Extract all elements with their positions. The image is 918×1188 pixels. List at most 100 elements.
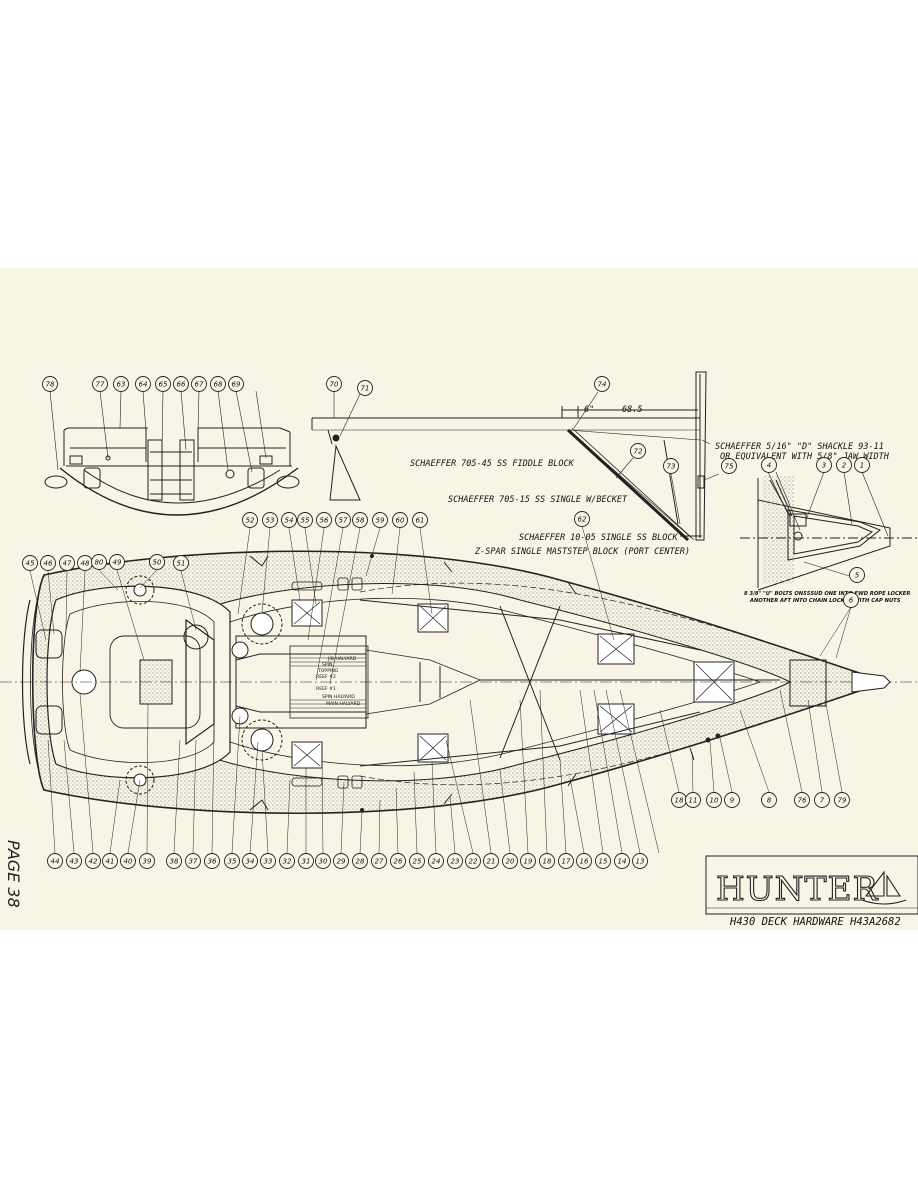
callout-23-label: 23: [451, 858, 460, 866]
callout-44: 44: [47, 853, 63, 869]
dim-6: 6": [584, 405, 594, 415]
callout-58-label: 58: [356, 517, 365, 525]
callout-13-label: 13: [636, 858, 645, 866]
callout-74: 74: [594, 376, 610, 392]
callout-61-label: 61: [416, 517, 425, 525]
callout-2: 2: [836, 457, 852, 473]
note-single-ss: SCHAEFFER 10-05 SINGLE SS BLOCK: [519, 533, 679, 543]
callout-68-label: 68: [214, 381, 223, 389]
callout-58: 58: [352, 512, 368, 528]
callout-49-label: 49: [113, 559, 122, 567]
callout-6: 6: [843, 592, 859, 608]
halyard-label-jib: JIB HALYARD: [327, 656, 357, 662]
callout-19: 19: [520, 853, 536, 869]
callout-33-label: 33: [264, 858, 273, 866]
callout-25: 25: [409, 853, 425, 869]
callout-70-label: 70: [330, 381, 339, 389]
callout-25-label: 25: [413, 858, 422, 866]
callout-48-label: 48: [81, 560, 90, 568]
callout-32: 32: [279, 853, 295, 869]
callout-14: 14: [614, 853, 630, 869]
callout-77: 77: [92, 376, 108, 392]
callout-57: 57: [335, 512, 351, 528]
drawing-title: H430 DECK HARDWARE H43A2682: [729, 916, 901, 928]
deck-plan: [0, 550, 918, 815]
callout-15-label: 15: [599, 858, 608, 866]
callout-44-label: 44: [51, 858, 60, 866]
callout-33: 33: [260, 853, 276, 869]
callout-4: 4: [761, 457, 777, 473]
callout-79: 79: [834, 792, 850, 808]
callout-38-label: 38: [170, 858, 179, 866]
callout-49: 49: [109, 554, 125, 570]
callout-30: 30: [315, 853, 331, 869]
callout-47: 47: [59, 555, 75, 571]
callout-37: 37: [185, 853, 201, 869]
callout-73-label: 73: [667, 463, 676, 471]
note-shackle-2: OR EQUIVALENT WITH 5/8" JAW WIDTH: [720, 452, 890, 462]
callout-42: 42: [85, 853, 101, 869]
callout-52: 52: [242, 512, 258, 528]
callout-52-label: 52: [246, 517, 255, 525]
note-shackle: SCHAEFFER 5/16" "D" SHACKLE 93-11: [715, 442, 884, 452]
callout-37-label: 37: [189, 858, 198, 866]
stern-view-leaders: [49, 390, 267, 473]
callout-66-label: 66: [177, 381, 186, 389]
rigging-leaders: [333, 391, 720, 525]
callout-64: 64: [135, 376, 151, 392]
callout-36: 36: [204, 853, 220, 869]
callout-78: 78: [42, 376, 58, 392]
rigging-elevation: [311, 371, 707, 542]
callout-69: 69: [228, 376, 244, 392]
note-u-bolts-2: ANOTHER AFT INTO CHAIN LOCKER WITH CAP N…: [749, 598, 901, 604]
dim-68-5: 68.5: [622, 405, 642, 415]
callout-7-label: 7: [820, 797, 825, 805]
callout-16: 16: [576, 853, 592, 869]
callout-62: 62: [574, 511, 590, 527]
callout-40-label: 40: [124, 858, 133, 866]
callout-5: 5: [849, 567, 865, 583]
callout-1-label: 1: [860, 462, 864, 470]
callout-67-label: 67: [195, 381, 204, 389]
callout-41: 41: [102, 853, 118, 869]
callout-2-label: 2: [842, 462, 847, 470]
callout-48: 48: [77, 555, 93, 571]
callout-73: 73: [663, 458, 679, 474]
callout-24-label: 24: [432, 858, 441, 866]
halyard-label-main: MAIN HALYARD: [326, 701, 361, 707]
halyard-label-topping: TOPPING: [317, 668, 339, 674]
callout-5-label: 5: [855, 572, 860, 580]
callout-17-label: 17: [562, 858, 571, 866]
callout-30-label: 30: [319, 858, 328, 866]
callout-21: 21: [483, 853, 499, 869]
callout-55-label: 55: [301, 517, 310, 525]
callout-38: 38: [166, 853, 182, 869]
callout-64-label: 64: [139, 381, 148, 389]
callout-50-label: 50: [153, 559, 162, 567]
callout-35-label: 35: [228, 858, 237, 866]
callout-69-label: 69: [232, 381, 241, 389]
callout-54-label: 54: [285, 517, 294, 525]
callout-3-label: 3: [822, 462, 826, 470]
callout-53-label: 53: [266, 517, 275, 525]
callout-63: 63: [113, 376, 129, 392]
callout-17: 17: [558, 853, 574, 869]
callout-65-label: 65: [159, 381, 168, 389]
callout-75-label: 75: [725, 463, 734, 471]
callout-43-label: 43: [70, 858, 79, 866]
callout-59-label: 59: [376, 517, 385, 525]
callout-72-label: 72: [634, 448, 643, 456]
callout-27-label: 27: [375, 858, 384, 866]
callout-31: 31: [298, 853, 314, 869]
halyard-label-reef-1: REEF #1: [316, 686, 336, 692]
callout-54: 54: [281, 512, 297, 528]
callout-26-label: 26: [394, 858, 403, 866]
callout-22-label: 22: [469, 858, 478, 866]
callout-34: 34: [242, 853, 258, 869]
callout-22: 22: [465, 853, 481, 869]
halyard-label-spin-halyard: SPIN HALYARD: [322, 694, 355, 700]
deck-leaders-bottom: [47, 689, 660, 854]
callout-26: 26: [390, 853, 406, 869]
callout-20-label: 20: [506, 858, 515, 866]
callout-72: 72: [630, 443, 646, 459]
